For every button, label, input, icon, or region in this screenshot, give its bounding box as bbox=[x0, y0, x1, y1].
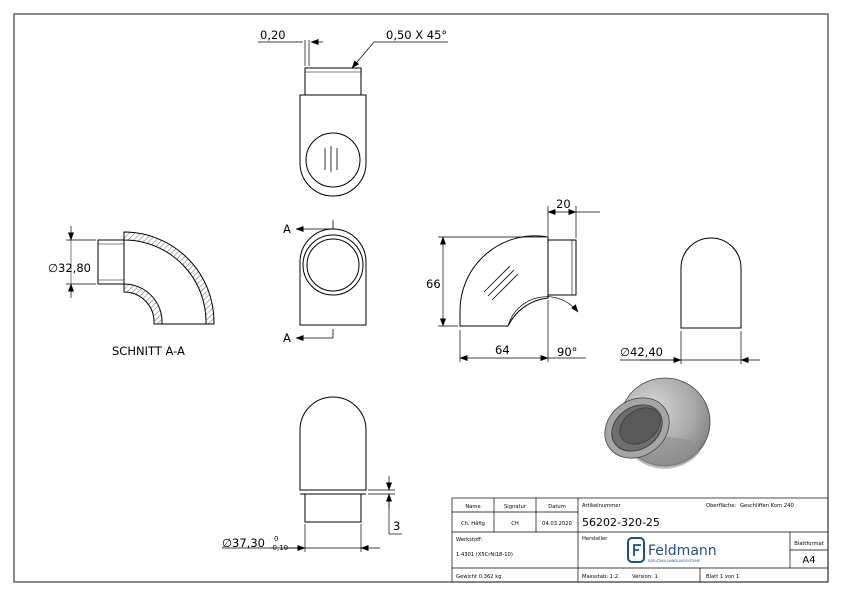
section-mark-top: A bbox=[283, 222, 291, 236]
surface-label: Oberfläche: bbox=[706, 503, 736, 509]
signature-value: CH bbox=[511, 521, 519, 527]
collar-length-text: 20 bbox=[556, 197, 571, 211]
logo-tagline: EDELSTAHL-HANDLAUFSYSTEME bbox=[648, 559, 700, 563]
article-number: 56202-320-25 bbox=[582, 516, 660, 529]
outer-diameter-dimension bbox=[620, 331, 760, 364]
section-diameter-dimension bbox=[66, 226, 96, 298]
side-view-dimensions bbox=[438, 206, 600, 362]
sheet-border bbox=[13, 13, 829, 583]
material-value: 1.4301 (X5CrNi18-10) bbox=[456, 552, 513, 558]
chamfer-dimension bbox=[258, 39, 448, 69]
checked-by: Ch. Häfig bbox=[461, 521, 485, 527]
weight: Gewicht 0,362 kg bbox=[456, 574, 502, 580]
version: Version: 1 bbox=[632, 574, 658, 580]
bottom-view-dimensions bbox=[222, 476, 402, 552]
width-text: 64 bbox=[495, 343, 510, 357]
format-label: Blattformat bbox=[794, 541, 824, 547]
header-name: Name bbox=[465, 504, 480, 510]
section-mark-bottom: A bbox=[283, 331, 291, 345]
front-view bbox=[299, 228, 367, 326]
title-block bbox=[451, 497, 829, 583]
material-label: Werkstoff: bbox=[456, 537, 483, 543]
height-text: 66 bbox=[426, 277, 441, 291]
format-value: A4 bbox=[802, 555, 815, 566]
section-cut-marks bbox=[295, 220, 334, 341]
surface-value: Geschliffen Korn 240 bbox=[740, 503, 794, 509]
manufacturer-label: Hersteller bbox=[582, 536, 608, 542]
tolerance-lower-text: -0,10 bbox=[270, 544, 288, 552]
angle-text: 90° bbox=[557, 345, 577, 359]
top-view bbox=[299, 67, 367, 197]
chamfer-text: 0,50 X 45° bbox=[386, 28, 447, 42]
section-view bbox=[97, 231, 215, 325]
isometric-view bbox=[604, 377, 711, 469]
sheet-number: Blatt 1 von 1 bbox=[706, 574, 739, 580]
side-view bbox=[459, 235, 577, 327]
article-label: Artikelnummer bbox=[582, 503, 621, 509]
collar-diameter-text: ∅37,30 bbox=[222, 536, 265, 550]
bottom-view bbox=[299, 396, 367, 523]
section-diameter-text: ∅32,80 bbox=[48, 261, 91, 275]
section-label: SCHNITT A-A bbox=[112, 344, 185, 358]
header-date: Datum bbox=[548, 504, 566, 510]
date-value: 04.03.2020 bbox=[542, 521, 572, 527]
tolerance-upper-text: 0 bbox=[274, 535, 278, 543]
chamfer-width-text: 0,20 bbox=[260, 28, 286, 42]
logo-text: Feldmann bbox=[648, 543, 717, 559]
collar-height-text: 3 bbox=[393, 519, 400, 533]
header-signature: Signatur bbox=[504, 504, 527, 510]
outer-view bbox=[680, 237, 742, 329]
outer-diameter-text: ∅42,40 bbox=[620, 345, 663, 359]
feldmann-logo: Feldmann EDELSTAHL-HANDLAUFSYSTEME bbox=[627, 537, 717, 563]
logo-mark-icon bbox=[627, 537, 645, 563]
scale: Massstab: 1:2 bbox=[582, 574, 618, 580]
